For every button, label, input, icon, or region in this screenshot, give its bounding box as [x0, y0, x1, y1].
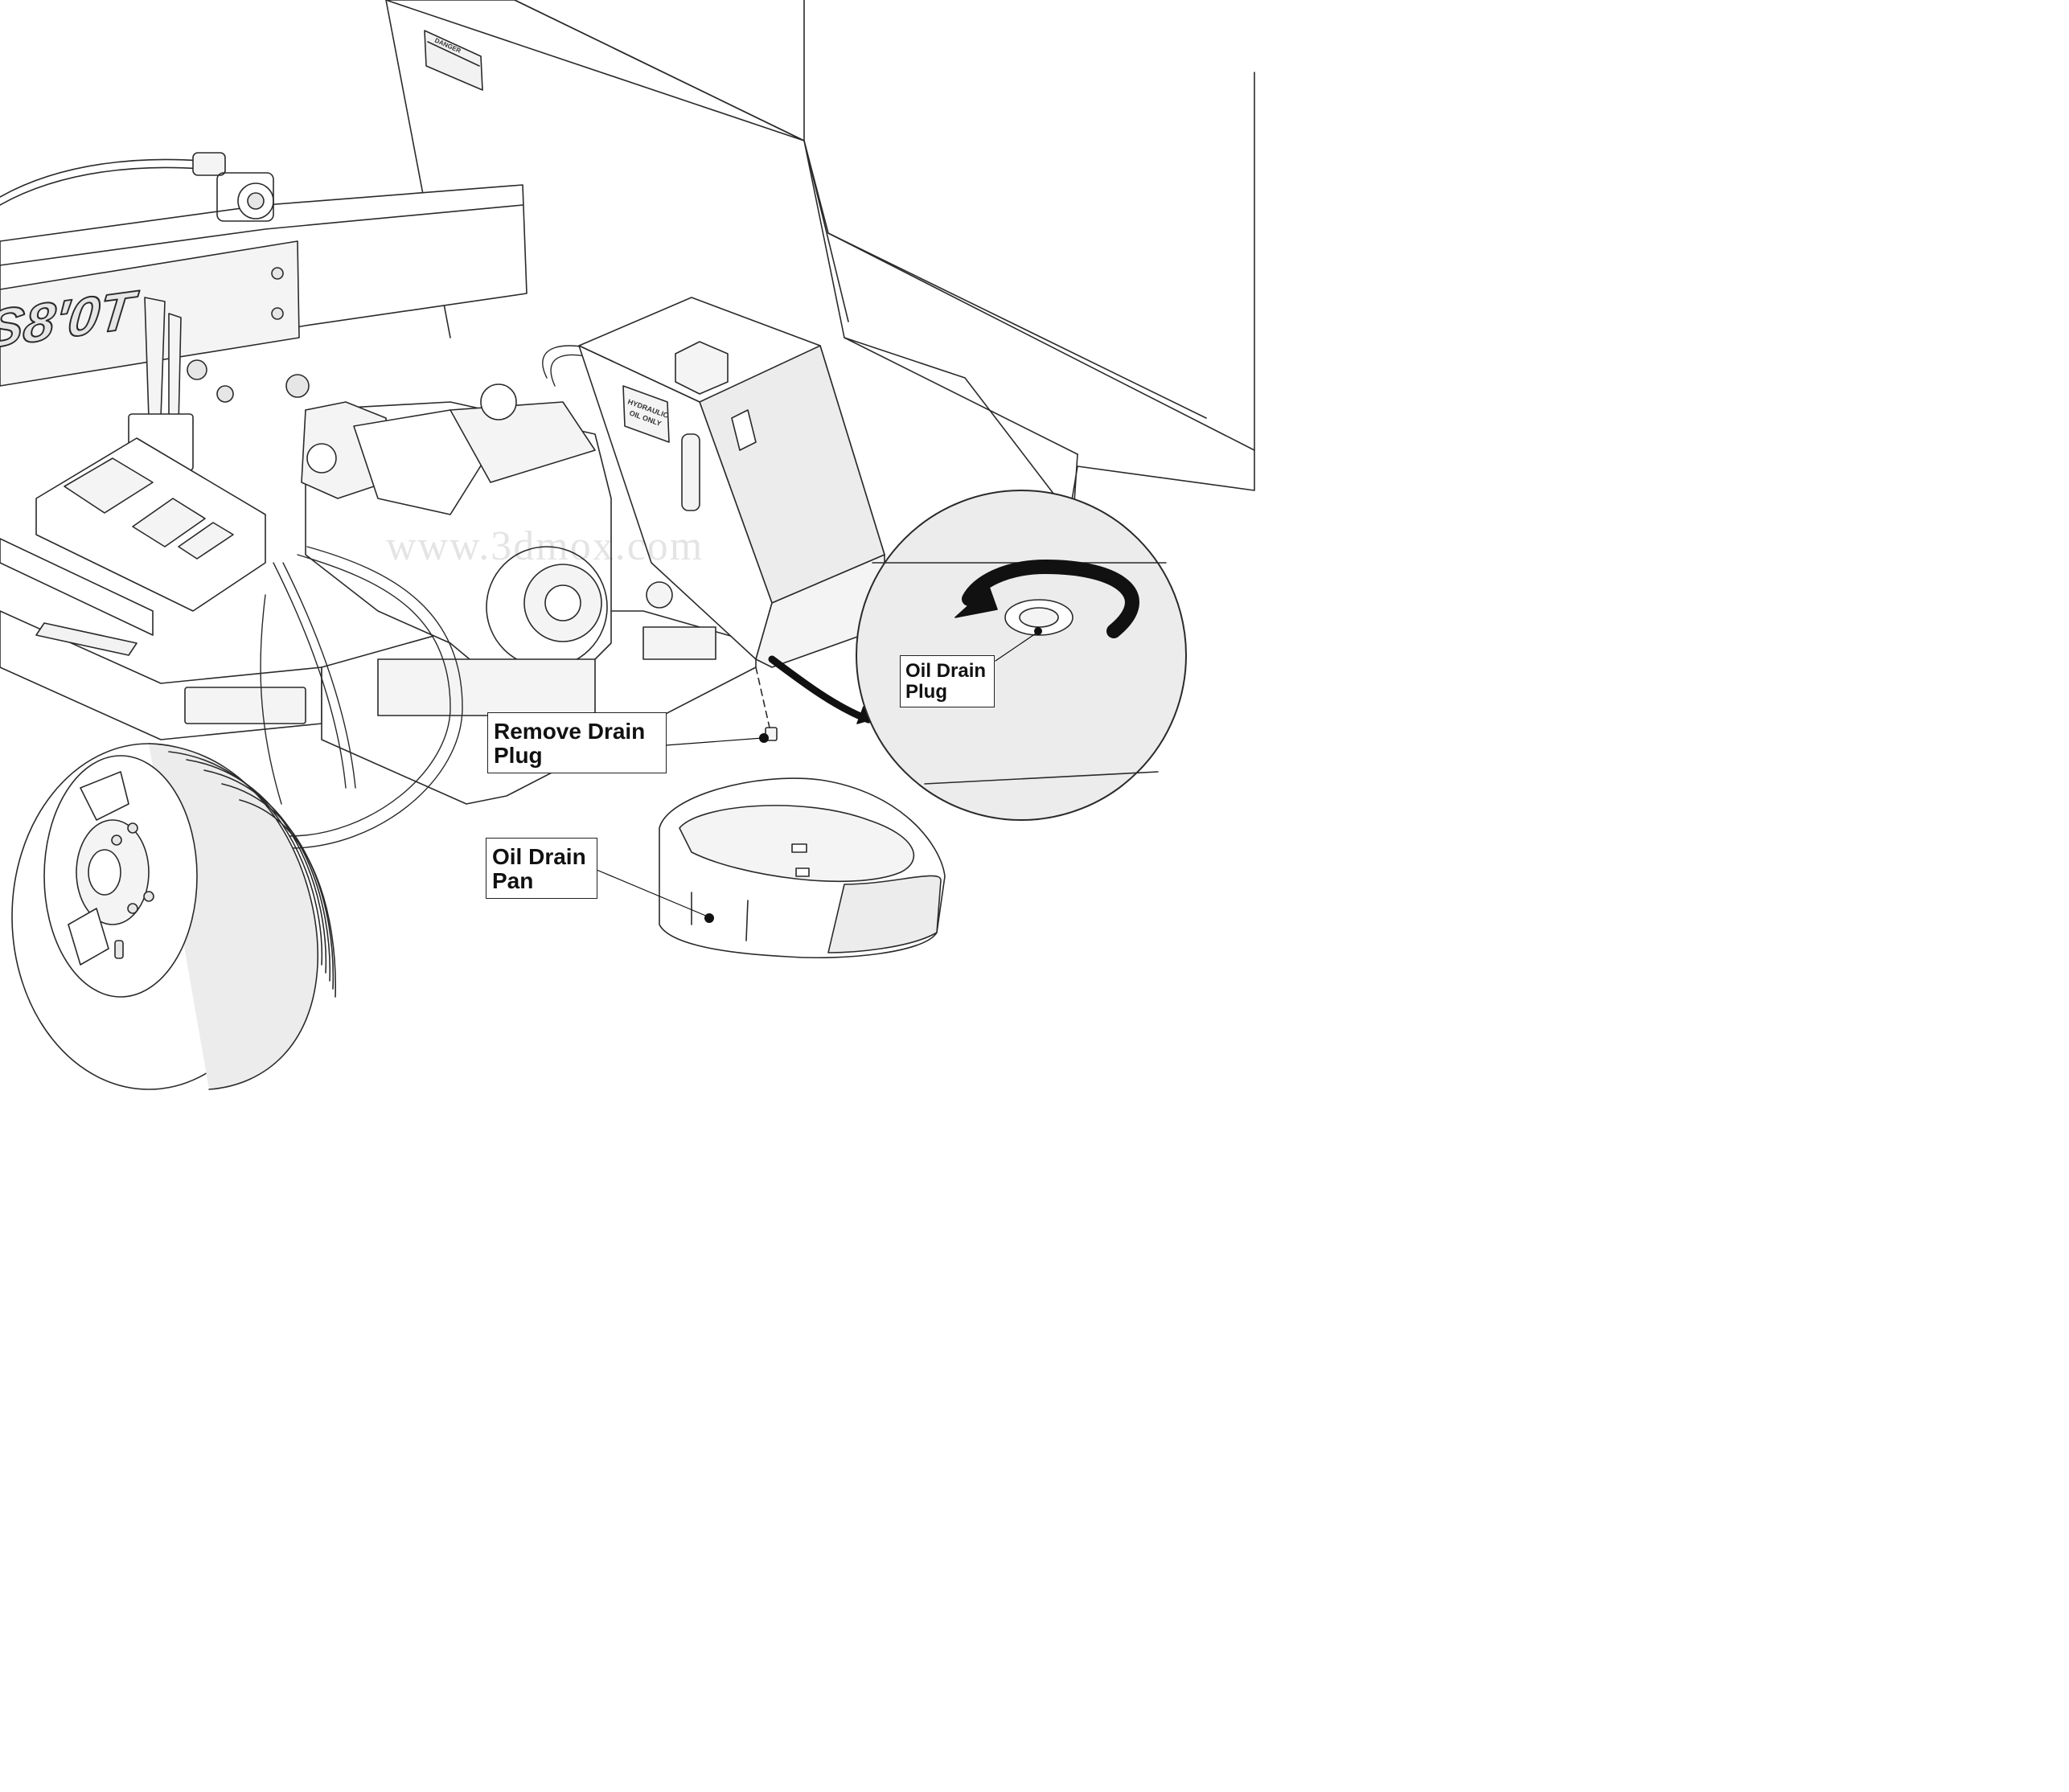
watermark: www.3dmox.com [386, 523, 704, 569]
leader-lines [596, 737, 763, 917]
callout-line-2: Plug [494, 743, 543, 768]
service-diagram: DANGER NS8'0T [0, 0, 1261, 1093]
callout-line-2: Pan [492, 868, 534, 893]
callout-line-2: Plug [905, 681, 947, 703]
callout-line-1: Remove Drain [494, 719, 646, 744]
main-beam [0, 184, 528, 387]
remove-drain-plug-callout: Remove Drain Plug [487, 712, 667, 773]
drain-plug-part [755, 666, 778, 741]
detail-plug-dot [1034, 627, 1042, 635]
leader-dot-plug [759, 733, 769, 743]
counterclockwise-arrow-icon [954, 560, 1139, 638]
control-panel [0, 437, 266, 636]
hopper-panel [385, 0, 1255, 515]
hydraulic-tank [578, 297, 885, 668]
oil-drain-pan-callout: Oil Drain Pan [486, 838, 597, 899]
oil-drain-pan [659, 777, 946, 958]
engine [301, 383, 612, 716]
danger-decal: DANGER [424, 30, 483, 91]
leader-dot-pan [704, 913, 714, 923]
detail-oil-drain-plug-callout: Oil Drain Plug [900, 655, 995, 707]
wheel [11, 743, 336, 1090]
callout-line-1: Oil Drain [492, 844, 586, 869]
control-levers [128, 297, 310, 471]
callout-line-1: Oil Drain [905, 660, 987, 682]
log-splitter-illustration: DANGER NS8'0T [0, 0, 1255, 1090]
hydraulic-cylinder [0, 152, 274, 222]
hydraulic-hoses [260, 345, 644, 849]
